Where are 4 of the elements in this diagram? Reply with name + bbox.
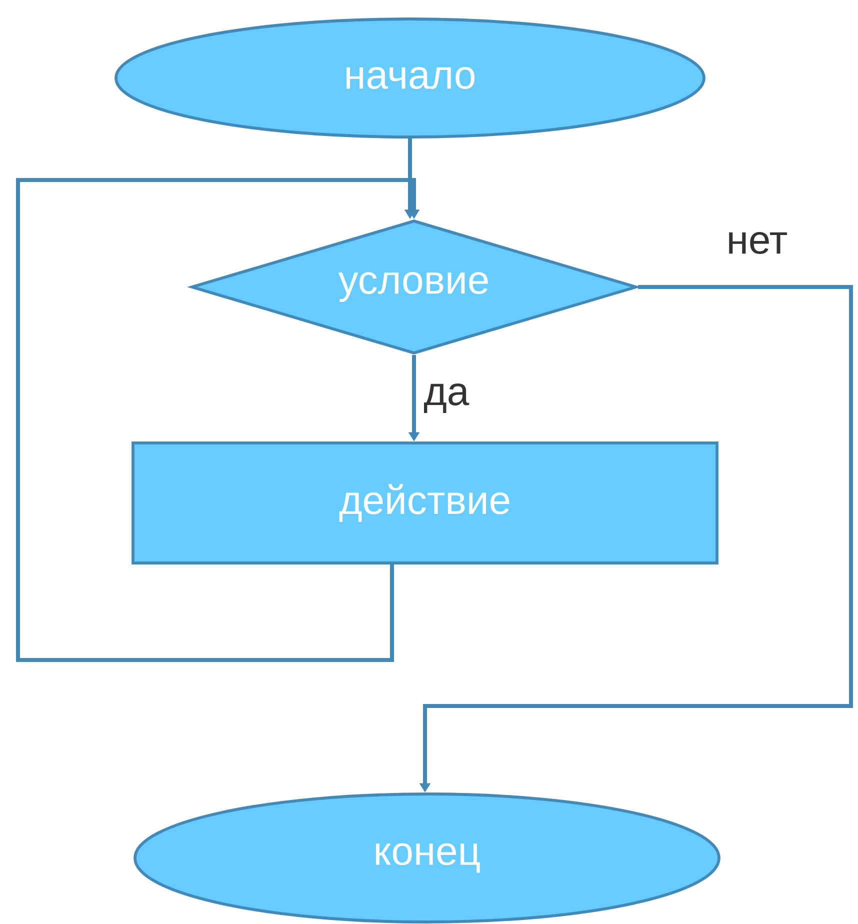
arrow bbox=[16, 178, 420, 662]
edge-label: нет bbox=[725, 230, 789, 256]
process-box: действие bbox=[132, 442, 718, 564]
edge-label: да bbox=[422, 382, 471, 414]
